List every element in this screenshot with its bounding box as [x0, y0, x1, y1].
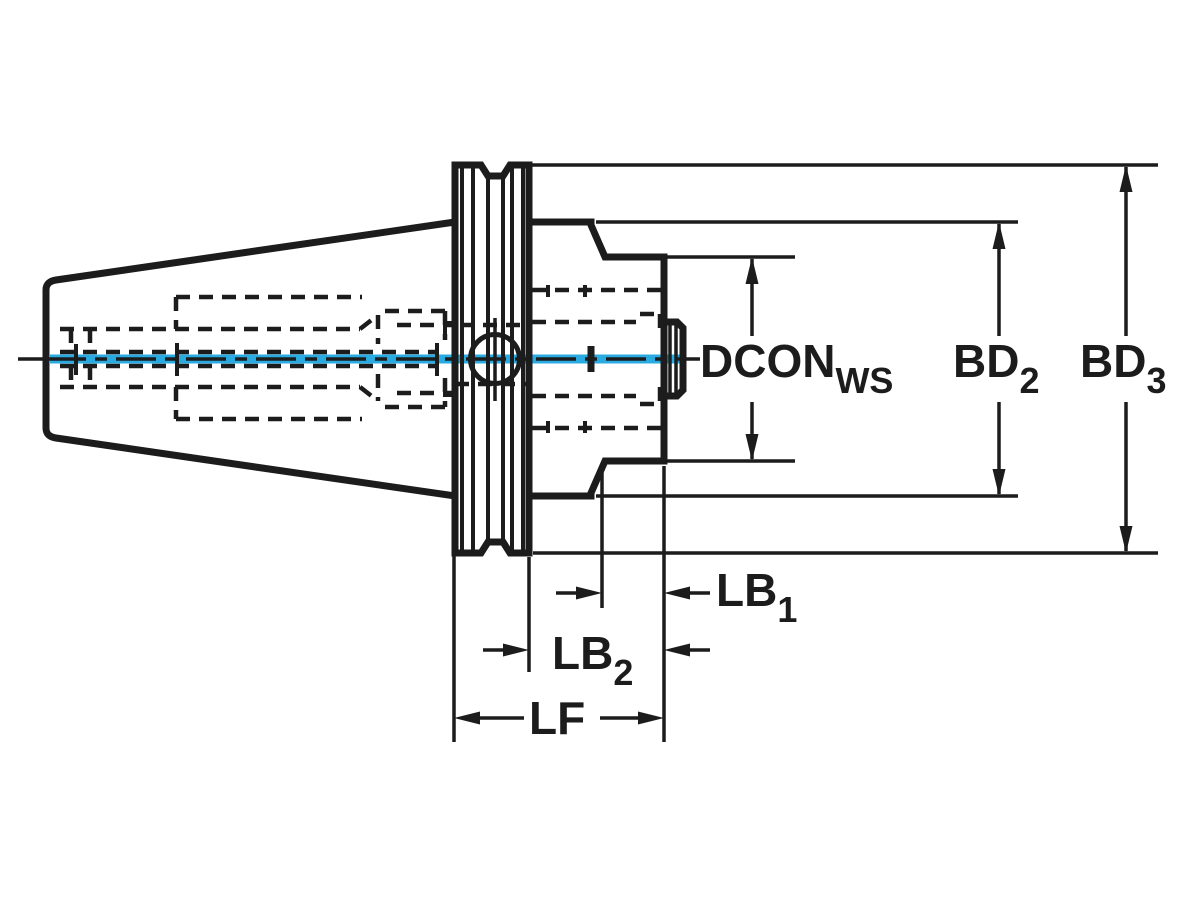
arrowhead-lb2-left [503, 643, 529, 657]
label-dcon-sub: WS [835, 360, 893, 401]
taper-shank [42, 217, 459, 501]
tool-holder-body [42, 161, 687, 557]
cavity-funnel [358, 313, 380, 403]
arrowhead-lf-left [454, 711, 480, 725]
label-lb2: LB2 [552, 627, 633, 693]
label-bd2: BD2 [953, 335, 1039, 401]
label-dcon-ws: DCONWS [700, 335, 893, 401]
extension-lines [452, 163, 1158, 742]
arrowhead-lb1-left [576, 586, 602, 600]
front-thread-relief-bottom [640, 387, 663, 407]
label-bd3-sub: 3 [1146, 360, 1166, 401]
label-lb2-main: LB [552, 627, 613, 679]
arrowhead-bd3-down [1119, 526, 1133, 553]
arrowhead-dcon-up [745, 257, 759, 284]
label-bd3: BD3 [1080, 335, 1166, 401]
label-lb1-main: LB [716, 564, 777, 616]
dimension-labels: DCONWS BD2 BD3 LB1 LB2 LF [529, 335, 1166, 744]
face-lines-over-centerline [451, 346, 687, 372]
label-bd3-main: BD [1080, 335, 1146, 387]
arrowhead-lf-right [638, 711, 664, 725]
front-thread-relief-top [640, 311, 663, 331]
gripper-flange [451, 161, 533, 557]
arrowhead-bd3-up [1119, 165, 1133, 192]
label-lb1-sub: 1 [777, 589, 797, 630]
pilot-inner-lines [668, 324, 678, 394]
arrowhead-bd2-up [992, 222, 1006, 249]
arrowhead-dcon-down [745, 434, 759, 461]
label-bd2-sub: 2 [1019, 360, 1039, 401]
arrowhead-lb2-right [664, 643, 690, 657]
label-lb2-sub: 2 [613, 652, 633, 693]
collar-bore-ticks [546, 285, 587, 433]
label-dcon-main: DCON [700, 335, 835, 387]
label-lb1: LB1 [716, 564, 797, 630]
cavity-corner-edges [443, 321, 457, 397]
collar-and-front-cylinder [525, 218, 668, 500]
arrowhead-bd2-down [992, 469, 1006, 496]
dimension-lines [454, 165, 1133, 725]
label-lf: LF [529, 692, 585, 744]
label-lf-main: LF [529, 692, 585, 744]
pilot-boss [660, 318, 687, 400]
interior-detail [74, 168, 687, 550]
label-bd2-main: BD [953, 335, 1019, 387]
arrowhead-lb1-right [664, 586, 690, 600]
flange-groove-lines [460, 168, 525, 550]
